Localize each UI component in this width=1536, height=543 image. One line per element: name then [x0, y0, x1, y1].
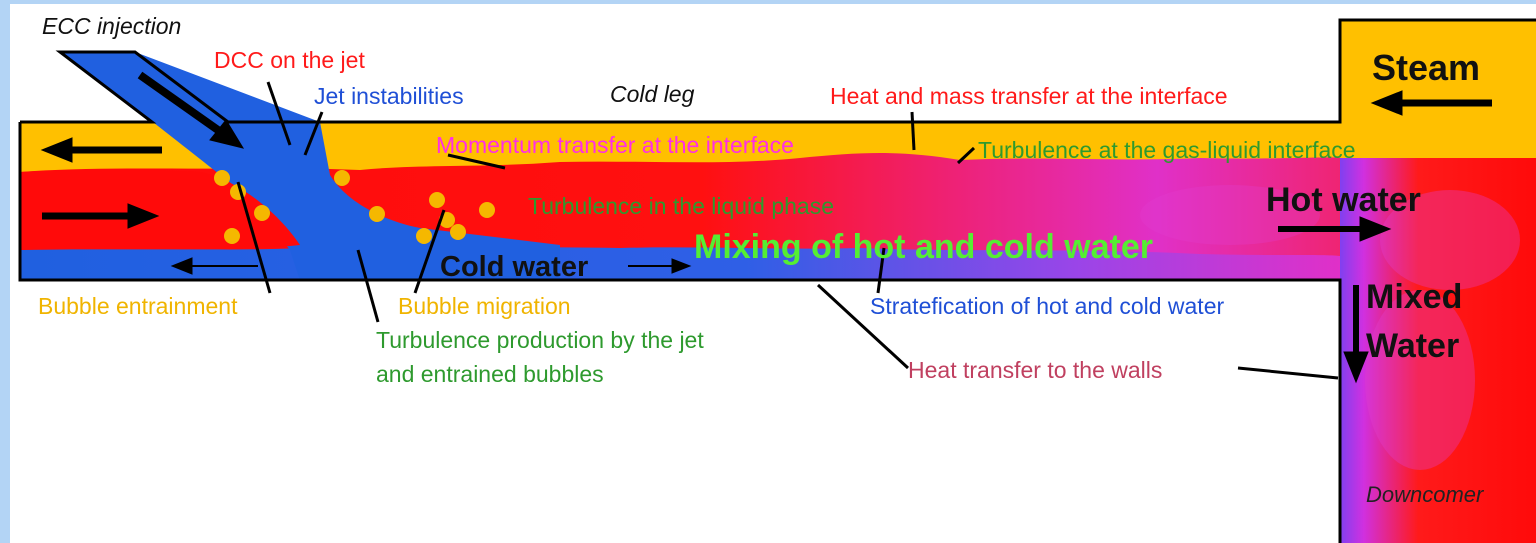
label-turbulence-production-1: Turbulence production by the jet [376, 327, 704, 353]
bubble [254, 205, 270, 221]
bubble [224, 228, 240, 244]
pipe-wall-bottom [18, 122, 1342, 543]
bubble [369, 206, 385, 222]
mixing-plume [1140, 185, 1320, 245]
leader-stratification [876, 247, 886, 294]
bubble [214, 170, 230, 186]
label-mixed: Mixed [1366, 278, 1462, 316]
arrow-head [40, 137, 73, 163]
arrow-head [1370, 90, 1403, 116]
label-bubble-entrainment: Bubble entrainment [38, 293, 238, 319]
arrow-head [170, 257, 193, 275]
leader-jet-instabilities [303, 111, 324, 156]
bubble [479, 202, 495, 218]
label-bubble-migration: Bubble migration [398, 293, 571, 319]
leader-bubble-migration [413, 209, 446, 294]
flow-arrows [40, 71, 1492, 384]
arrow-head [671, 258, 692, 274]
leader-dcc [266, 81, 292, 146]
leader-bubble-entrainment [236, 181, 272, 294]
bubble [416, 228, 432, 244]
label-stratification: Stratefication of hot and cold water [870, 293, 1224, 319]
bubbles [214, 170, 495, 244]
mixing-plume [1380, 190, 1520, 290]
label-heat-transfer-walls: Heat transfer to the walls [908, 357, 1162, 383]
bubble [450, 224, 466, 240]
leader-turbulence-production [356, 249, 380, 323]
leader-momentum [447, 153, 506, 170]
arrow-head [1359, 216, 1392, 242]
label-dcc-on-jet: DCC on the jet [214, 47, 365, 73]
label-heat-mass-transfer: Heat and mass transfer at the interface [830, 83, 1228, 109]
bubble [429, 192, 445, 208]
label-cold-leg: Cold leg [610, 81, 695, 107]
label-water: Water [1366, 327, 1459, 365]
pipe-wall-top [20, 18, 1536, 124]
label-cold-water: Cold water [440, 251, 588, 283]
label-steam: Steam [1372, 47, 1480, 88]
arrow-head [209, 119, 245, 149]
label-mixing: Mixing of hot and cold water [694, 228, 1153, 266]
leader-heat-transfer [816, 283, 910, 370]
arrow-head [127, 203, 160, 229]
label-jet-instabilities: Jet instabilities [314, 83, 464, 109]
label-turbulence-production-2: and entrained bubbles [376, 361, 604, 387]
label-hot-water: Hot water [1266, 181, 1421, 219]
label-downcomer: Downcomer [1366, 482, 1485, 507]
mixing-plume [1365, 290, 1475, 470]
bubble [334, 170, 350, 186]
leader-lines [236, 81, 1339, 380]
arrow-head [1343, 351, 1369, 384]
label-momentum-transfer: Momentum transfer at the interface [436, 132, 794, 158]
arrow-ecc-jet [137, 71, 228, 139]
steam-inlet-region [1340, 20, 1536, 170]
leader-heat-mass [910, 111, 916, 151]
leader-turbulence-interface [956, 146, 976, 165]
label-turbulence-liquid: Turbulence in the liquid phase [528, 193, 834, 219]
label-turbulence-interface: Turbulence at the gas-liquid interface [978, 137, 1356, 163]
leader-heat-transfer-downcomer [1237, 366, 1339, 380]
label-ecc-injection: ECC injection [42, 13, 181, 39]
